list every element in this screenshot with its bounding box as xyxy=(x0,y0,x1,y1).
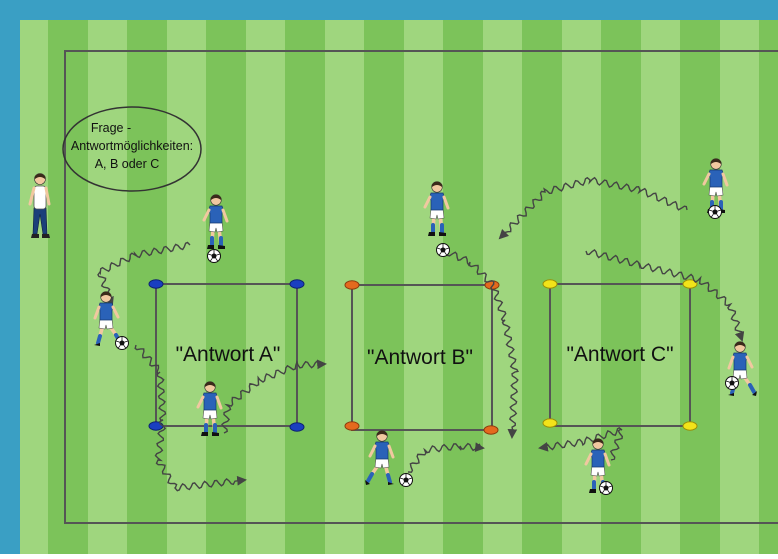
pitch-stripe xyxy=(206,20,246,554)
soccer-player-icon xyxy=(423,181,450,236)
pitch-stripe xyxy=(48,20,88,554)
marker-cone-icon xyxy=(148,279,164,289)
pitch-stripe xyxy=(443,20,483,554)
soccer-ball-icon xyxy=(399,473,413,487)
dribble-paths xyxy=(97,176,745,492)
soccer-player-icon xyxy=(365,430,395,485)
soccer-ball-icon xyxy=(725,376,739,390)
marker-cone-icon xyxy=(289,279,305,289)
question-note-line3: A, B oder C xyxy=(95,157,160,171)
frame-corner xyxy=(0,512,20,554)
question-note-ellipse xyxy=(62,106,202,192)
marker-cone-icon xyxy=(682,279,698,289)
pitch-stripe xyxy=(285,20,325,554)
cones-c xyxy=(542,279,698,431)
zone-b-label: "Antwort B" xyxy=(367,346,473,369)
question-note: Frage - Antwortmöglichkeiten: A, B oder … xyxy=(62,106,202,192)
zone-a-box xyxy=(155,283,298,427)
players xyxy=(93,158,757,495)
cones-b xyxy=(344,280,500,435)
marker-cone-icon xyxy=(483,425,499,435)
soccer-ball-icon xyxy=(599,481,613,495)
pitch xyxy=(20,20,778,554)
soccer-ball-icon xyxy=(436,243,450,257)
question-note-line2: Antwortmöglichkeiten: xyxy=(71,139,193,153)
zone-b-box xyxy=(351,284,493,431)
question-note-line1: Frage - xyxy=(91,121,131,135)
marker-cone-icon xyxy=(682,421,698,431)
wavy-dribble-arrow-icon xyxy=(97,241,191,307)
soccer-player-icon xyxy=(196,381,223,436)
marker-cone-icon xyxy=(344,280,360,290)
zone-c-box xyxy=(549,283,691,427)
wavy-dribble-arrow-icon xyxy=(407,442,485,473)
pitch-stripe xyxy=(759,20,778,554)
wavy-dribble-arrow-icon xyxy=(221,359,327,434)
wavy-dribble-arrow-icon xyxy=(134,344,247,492)
pitch-stripe xyxy=(522,20,562,554)
marker-cone-icon xyxy=(289,422,305,432)
marker-cone-icon xyxy=(542,279,558,289)
coach-icon xyxy=(28,173,51,238)
field-boundary xyxy=(64,50,778,524)
soccer-ball-icon xyxy=(207,249,221,263)
wavy-dribble-arrow-icon xyxy=(446,251,519,439)
zone-c-label: "Antwort C" xyxy=(566,343,673,366)
wavy-dribble-arrow-icon xyxy=(538,426,624,461)
soccer-ball-icon xyxy=(708,205,722,219)
wavy-dribble-arrow-icon xyxy=(585,248,745,342)
soccer-player-icon xyxy=(202,194,229,249)
wavy-dribble-arrow-icon xyxy=(498,176,688,240)
pitch-stripe xyxy=(601,20,641,554)
soccer-ball-icon xyxy=(115,336,129,350)
marker-cone-icon xyxy=(148,421,164,431)
marker-cone-icon xyxy=(344,421,360,431)
zone-a-label: "Antwort A" xyxy=(176,343,281,366)
marker-cone-icon xyxy=(542,418,558,428)
